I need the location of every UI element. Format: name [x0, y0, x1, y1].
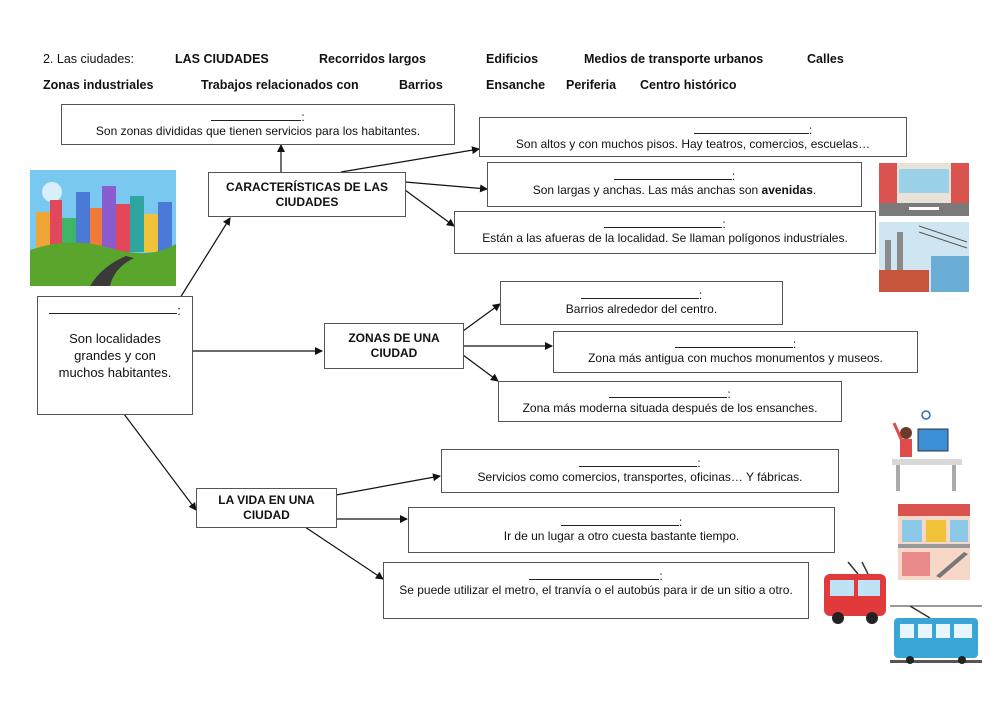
definition-text: Ir de un lugar a otro cuesta bastante ti… [503, 529, 740, 543]
arrow [462, 303, 501, 332]
arrow [304, 526, 384, 580]
branch-vida: LA VIDA EN UNA CIUDAD [196, 488, 337, 528]
word-bank-item: Trabajos relacionados con [201, 78, 359, 92]
industrial-zone-illustration [879, 222, 969, 292]
definition-box-trabajos: : Servicios como comercios, transportes,… [441, 449, 839, 493]
answer-blank[interactable]: : [499, 386, 841, 401]
definition-text: Barrios alrededor del centro. [565, 302, 718, 316]
arrow [179, 217, 231, 299]
definition-text: Zona más antigua con muchos monumentos y… [588, 351, 883, 365]
branch-zonas: ZONAS DE UNA CIUDAD [324, 323, 464, 369]
arrow [462, 354, 499, 382]
street-illustration [879, 163, 969, 216]
branch-caracteristicas: CARACTERÍSTICAS DE LAS CIUDADES [208, 172, 406, 217]
arrow [335, 473, 441, 496]
definition-text: Se puede utilizar el metro, el tranvía o… [399, 583, 793, 597]
word-bank-item: Barrios [399, 78, 443, 92]
word-bank-item: Calles [807, 52, 844, 66]
definition-box-ensanche: : Barrios alrededor del centro. [500, 281, 783, 325]
word-bank-item: Recorridos largos [319, 52, 426, 66]
word-bank-item: Ensanche [486, 78, 546, 92]
definition-box-centro: : Zona más antigua con muchos monumentos… [553, 331, 918, 373]
shopping-center-illustration [898, 504, 970, 580]
definition-text: Están a las afueras de la localidad. Se … [482, 231, 848, 245]
definition-box-edificios: : Son altos y con muchos pisos. Hay teat… [479, 117, 907, 157]
definition-box-barrios: : Son zonas divididas que tienen servici… [61, 104, 455, 145]
answer-blank[interactable]: : [501, 287, 782, 302]
definition-text: Servicios como comercios, transportes, o… [477, 470, 803, 484]
word-bank-item: LAS CIUDADES [175, 52, 269, 66]
word-bank-item: Periferia [566, 78, 617, 92]
answer-blank[interactable]: : [409, 514, 834, 529]
definition-box-periferia: : Zona más moderna situada después de lo… [498, 381, 842, 422]
city-illustration [30, 170, 176, 286]
word-bank-item: Zonas industriales [43, 78, 154, 92]
word-bank-item: Centro histórico [640, 78, 737, 92]
definition-text: Son altos y con muchos pisos. Hay teatro… [515, 137, 871, 151]
arrow [340, 146, 480, 173]
definition-box-transporte: : Se puede utilizar el metro, el tranvía… [383, 562, 809, 619]
answer-blank[interactable]: : [488, 168, 861, 183]
answer-blank[interactable]: : [62, 109, 454, 124]
answer-blank[interactable]: : [38, 302, 192, 320]
definition-text: Zona más moderna situada después de los … [522, 401, 818, 415]
office-worker-illustration [888, 407, 968, 492]
word-bank-item: Medios de transporte urbanos [584, 52, 764, 66]
answer-blank[interactable]: : [455, 216, 875, 231]
tram-illustration [890, 604, 982, 670]
arrow [404, 189, 455, 227]
answer-blank[interactable]: : [480, 122, 906, 137]
definition-text: Son largas y anchas. Las más anchas son … [532, 183, 817, 197]
answer-blank[interactable]: : [442, 455, 838, 470]
definition-text: Son zonas divididas que tienen servicios… [95, 124, 421, 138]
arrow [123, 413, 197, 511]
arrow [404, 181, 488, 193]
exercise-prompt: 2. Las ciudades: [43, 52, 135, 66]
bus-illustration [818, 560, 892, 628]
central-definition: Son localidades grandes y con muchos hab… [58, 331, 172, 380]
definition-box-industriales: : Están a las afueras de la localidad. S… [454, 211, 876, 254]
definition-box-calles: : Son largas y anchas. Las más anchas so… [487, 162, 862, 207]
central-concept-box: : Son localidades grandes y con muchos h… [37, 296, 193, 415]
answer-blank[interactable]: : [554, 336, 917, 351]
definition-box-recorridos: : Ir de un lugar a otro cuesta bastante … [408, 507, 835, 553]
word-bank-item: Edificios [486, 52, 539, 66]
answer-blank[interactable]: : [390, 568, 802, 583]
